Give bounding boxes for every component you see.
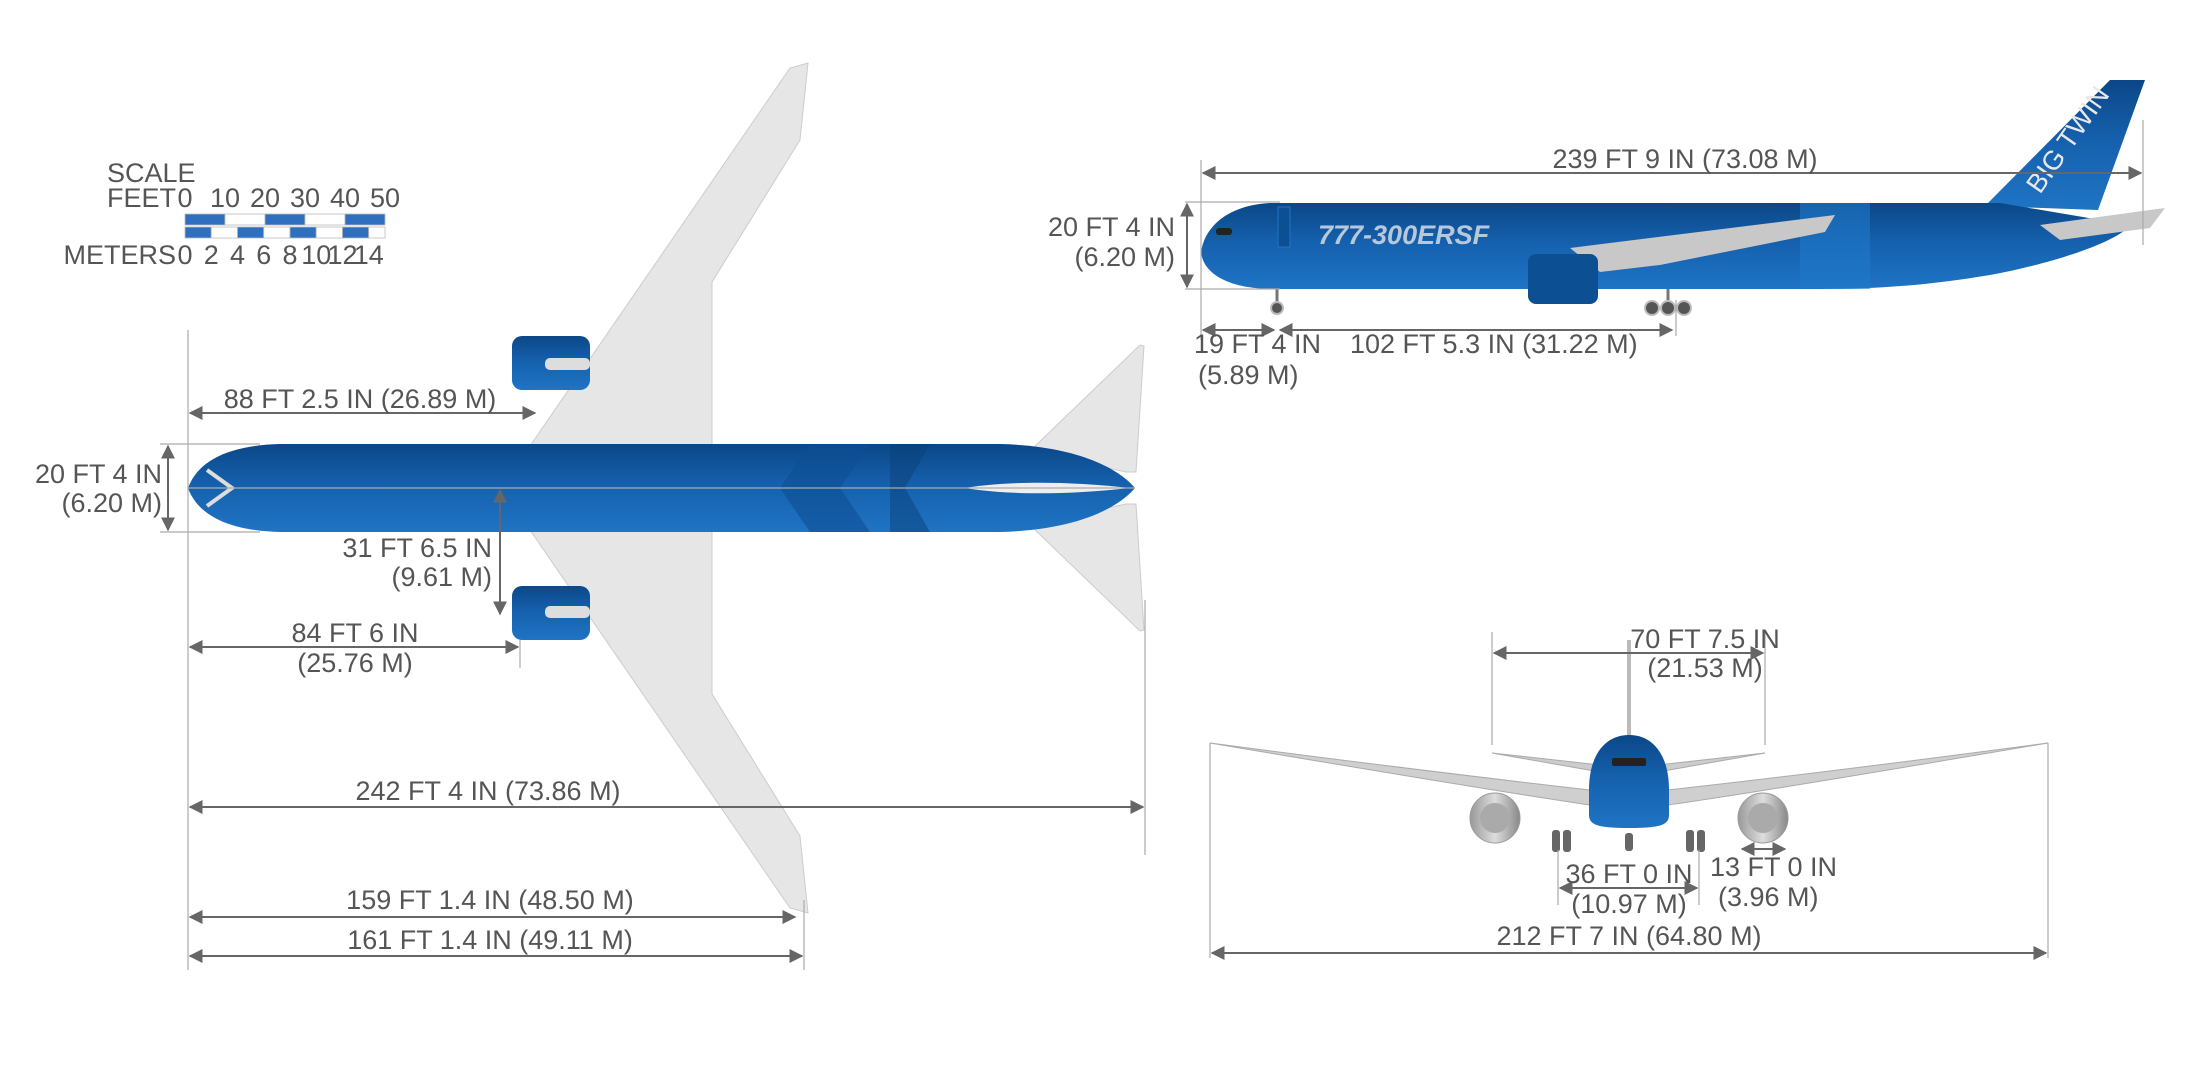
dim-side-fuselage-length: 239 FT 9 IN (73.08 M) (1552, 144, 1817, 174)
dim-gear-track-m: (10.97 M) (1571, 889, 1687, 919)
dim-stabilizer-span-m: (21.53 M) (1647, 653, 1763, 683)
feet-tick-label: 30 (290, 183, 320, 213)
feet-ticks: 0 10 20 30 40 50 (177, 183, 400, 213)
side-view: BIG TWIN 777-300ERSF 239 FT 9 IN (73.08 … (1048, 80, 2165, 390)
engine-upper (512, 336, 590, 390)
feet-tick-label: 10 (210, 183, 240, 213)
meter-tick-label: 0 (177, 240, 192, 270)
dim-fuselage-width-m: (6.20 M) (61, 488, 162, 518)
meter-tick-label: 14 (354, 240, 384, 270)
dim-wingspan: 212 FT 7 IN (64.80 M) (1496, 921, 1761, 951)
dim-side-height-m: (6.20 M) (1074, 242, 1175, 272)
feet-tick-label: 40 (330, 183, 360, 213)
meter-scale-segment (289, 226, 317, 239)
meter-scale-segment (237, 226, 265, 239)
meter-tick-label: 8 (282, 240, 297, 270)
scale-bars (184, 213, 386, 239)
main-gear-side (1644, 289, 1692, 316)
dim-nose-to-wingtip-2: 161 FT 1.4 IN (49.11 M) (347, 925, 633, 955)
dim-engine-diameter-ft: 13 FT 0 IN (1710, 852, 1837, 882)
engine-lower (512, 586, 590, 640)
engine-side (1528, 254, 1598, 304)
scale-meters-label: METERS (63, 240, 176, 270)
dim-wing-root-to-engine: 88 FT 2.5 IN (26.89 M) (224, 384, 497, 414)
dim-engine-diameter-m: (3.96 M) (1718, 882, 1819, 912)
scale-title: SCALE (107, 158, 196, 188)
dim-side-height-ft: 20 FT 4 IN (1048, 212, 1175, 242)
meter-tick-label: 2 (204, 240, 219, 270)
dim-engine-spacing-ft: 31 FT 6.5 IN (342, 533, 492, 563)
dim-stabilizer-span-ft: 70 FT 7.5 IN (1630, 624, 1780, 654)
dim-nose-gear-ft: 19 FT 4 IN (1194, 329, 1321, 359)
meter-tick-label: 12 (327, 240, 357, 270)
dim-nose-to-engine-ft: 84 FT 6 IN (291, 618, 418, 648)
scale-feet-label: FEET (107, 183, 176, 213)
feet-scale-segment (304, 213, 346, 226)
meter-scale-segment (342, 226, 370, 239)
meter-tick-label: 10 (301, 240, 331, 270)
dim-nose-gear-m: (5.89 M) (1198, 360, 1299, 390)
feet-tick-label: 0 (177, 183, 192, 213)
feet-scale-segment (224, 213, 266, 226)
meter-scale-segment (315, 226, 343, 239)
feet-scale-segment (264, 213, 306, 226)
dim-nose-to-wingtip-1: 159 FT 1.4 IN (48.50 M) (346, 885, 634, 915)
feet-scale-segment (184, 213, 226, 226)
dim-gear-track-ft: 36 FT 0 IN (1565, 859, 1692, 889)
top-view: 88 FT 2.5 IN (26.89 M) 20 FT 4 IN (6.20 … (35, 62, 1146, 970)
meter-scale-segment (368, 226, 386, 239)
feet-tick-label: 50 (370, 183, 400, 213)
fuselage-front (1589, 735, 1669, 828)
nose-gear-side (1270, 289, 1284, 315)
dim-engine-spacing-m: (9.61 M) (391, 562, 492, 592)
meter-scale-segment (263, 226, 291, 239)
feet-tick-label: 20 (250, 183, 280, 213)
feet-scale-segment (344, 213, 386, 226)
dim-overall-length: 242 FT 4 IN (73.86 M) (355, 776, 620, 806)
dim-wheelbase: 102 FT 5.3 IN (31.22 M) (1350, 329, 1638, 359)
landing-gear-front (1552, 830, 1705, 852)
dim-fuselage-width-ft: 20 FT 4 IN (35, 459, 162, 489)
meter-tick-label: 6 (256, 240, 271, 270)
dim-nose-to-engine-m: (25.76 M) (297, 648, 413, 678)
model-livery: 777-300ERSF (1318, 220, 1491, 250)
meter-scale-segment (210, 226, 238, 239)
meter-tick-label: 4 (230, 240, 245, 270)
front-view: 70 FT 7.5 IN (21.53 M) 36 FT 0 IN (10.97… (1209, 624, 2049, 960)
meter-scale-segment (184, 226, 212, 239)
